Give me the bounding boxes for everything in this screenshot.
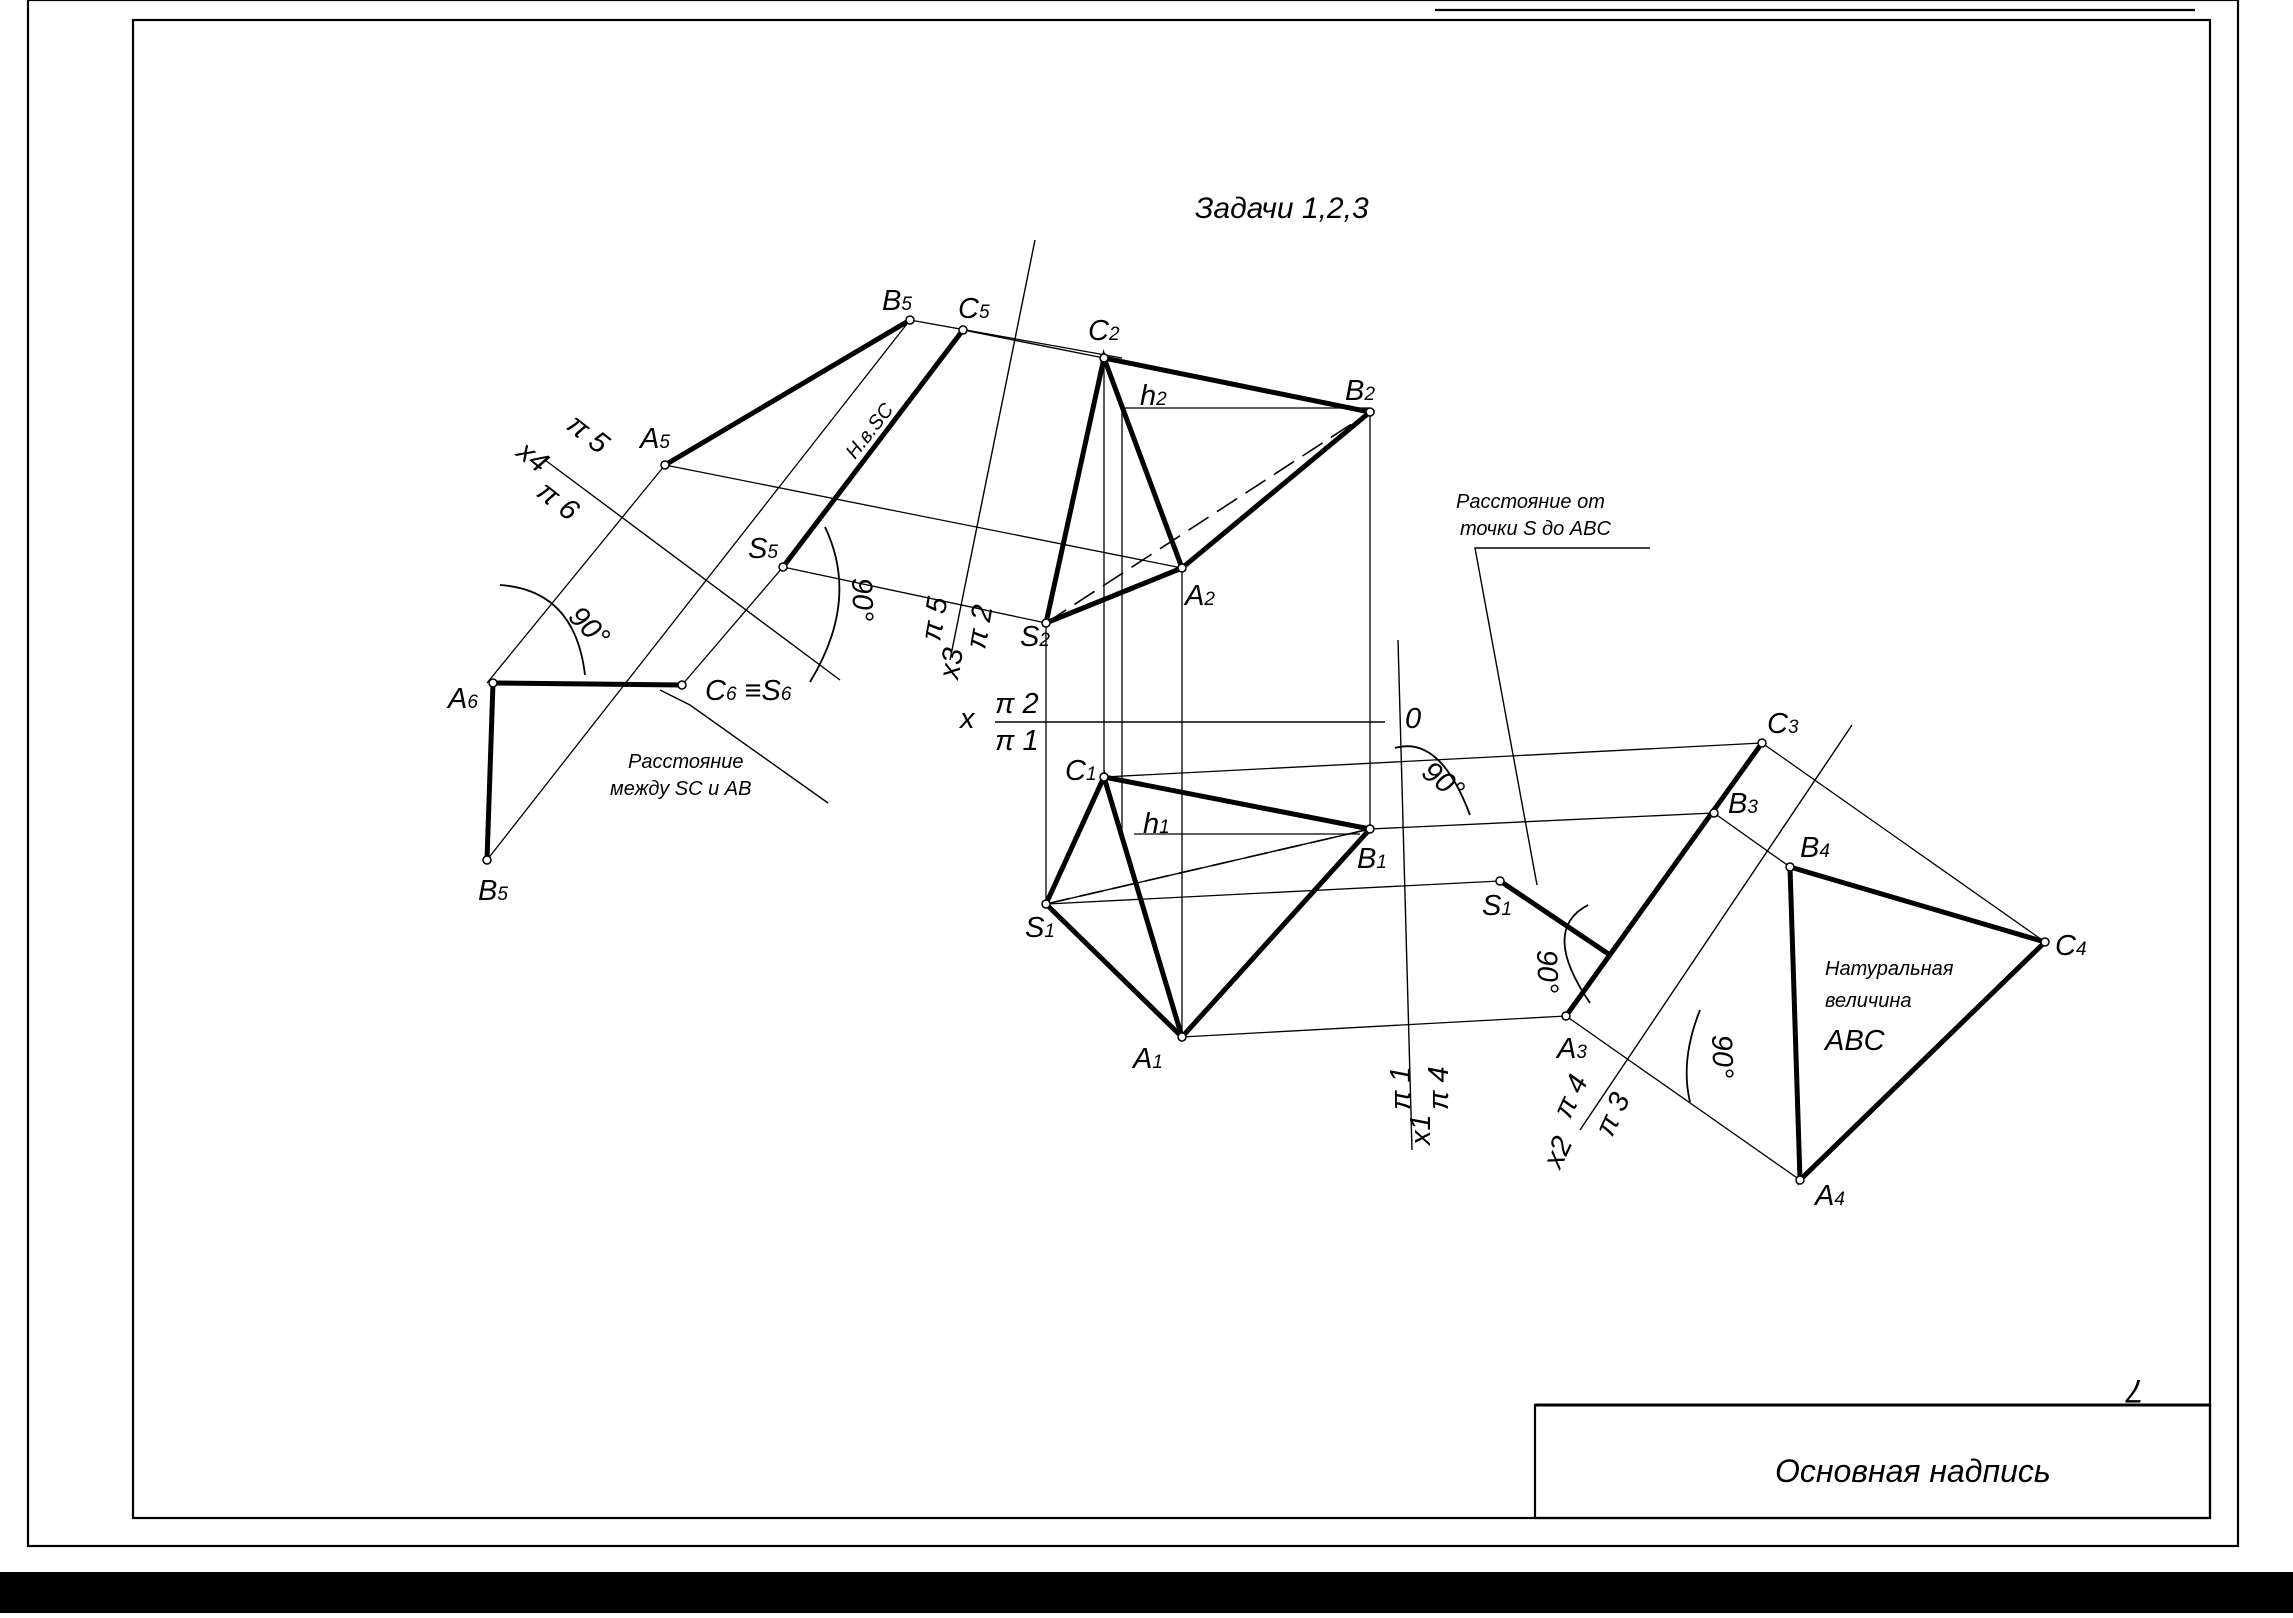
axis-x1-label: x1	[1405, 1114, 1437, 1147]
page-title: Задачи 1,2,3	[1195, 192, 1369, 225]
axis-pi5-x4-label: π 5	[561, 408, 616, 461]
axis-lines	[544, 239, 1853, 1151]
label-a5: A5	[638, 423, 670, 455]
axis-pi1-x1-label: π 1	[1385, 1066, 1417, 1110]
label-a1: A1	[1131, 1043, 1163, 1075]
axis-pi4-x2-label: π 4	[1547, 1070, 1594, 1123]
label-a2: A2	[1183, 580, 1215, 612]
angle-90-a6: 90°	[562, 600, 616, 654]
axis-x3-line	[949, 239, 1036, 661]
axis-x-label: x	[958, 703, 976, 735]
axis-pi5-x3-label: π 5	[915, 594, 954, 643]
axis-x4-line	[544, 459, 841, 681]
label-a6: A6	[446, 683, 478, 715]
note-true-size-line1: Натуральная	[1825, 958, 1954, 980]
sheet-number: 7	[2125, 1373, 2144, 1409]
note-true-size-line2: величина	[1825, 990, 1911, 1012]
axis-x3-label: x3	[933, 645, 970, 683]
angle-90-s5: 90°	[845, 577, 879, 622]
label-b4: B4	[1800, 832, 1830, 864]
label-a4: A4	[1813, 1180, 1845, 1212]
axis-pi2-x3-label: π 2	[960, 603, 999, 652]
note-distance-lines-line2: между SC и AB	[610, 778, 751, 800]
label-b2: B2	[1345, 375, 1375, 407]
label-b5-top: B5	[882, 285, 912, 317]
label-a3: A3	[1555, 1033, 1587, 1065]
label-s1-front: S1	[1025, 912, 1055, 944]
frontal-projection	[1042, 349, 1376, 628]
note-distance-point-line2: точки S до ABC	[1460, 518, 1611, 540]
label-s5: S5	[748, 533, 778, 565]
label-c2: C2	[1088, 315, 1120, 347]
annotations: Расстояние от точки S до ABC Расстояние …	[610, 399, 1954, 1057]
angle-90-a3: 90°	[1530, 949, 1564, 994]
title-block: Основная надпись 7	[1533, 1373, 2212, 1520]
true-size-triangle	[1787, 863, 2050, 1186]
note-distance-point-line1: Расстояние от	[1456, 491, 1605, 513]
label-h1: h1	[1143, 808, 1170, 840]
outer-frame	[26, 0, 2240, 1548]
connection-lines	[486, 319, 2046, 1181]
label-c4: C4	[2055, 930, 2087, 962]
label-b3: B3	[1728, 788, 1758, 820]
label-s2: S2	[1020, 621, 1050, 653]
angle-labels: 90° 90° 90° 90° 90°	[562, 577, 1738, 1079]
axis-x4-label: x4	[509, 434, 554, 479]
auxiliary-projection-6	[484, 680, 685, 863]
axis-pi3-x2-label: π 3	[1589, 1088, 1636, 1141]
horizontal-projection	[1042, 769, 1375, 1042]
note-true-size-line3: ABC	[1823, 1025, 1886, 1057]
edge-view-projection	[1497, 740, 1765, 1019]
label-h2: h2	[1140, 380, 1167, 412]
axis-pi2-label: π 2	[995, 688, 1039, 720]
angle-90-x2: 90°	[1705, 1034, 1739, 1079]
angle-arcs	[499, 526, 1701, 1103]
label-c1: C1	[1065, 755, 1097, 787]
angle-90-axis: 90°	[1416, 755, 1470, 807]
inner-frame	[131, 18, 2212, 1520]
note-distance-lines-line1: Расстояние	[628, 751, 744, 773]
axis-x2-label: x2	[1536, 1132, 1579, 1175]
label-c3: C3	[1767, 708, 1799, 740]
title-block-label: Основная надпись	[1775, 1453, 2051, 1489]
axis-pi4-x1-label: π 4	[1423, 1066, 1455, 1110]
leader-lines	[659, 547, 1650, 886]
axis-x2-line	[1579, 724, 1853, 1131]
label-s1-side: S1	[1482, 890, 1512, 922]
label-c6-s6: C6 ≡S6	[705, 675, 792, 707]
label-b5-bottom: B5	[478, 875, 508, 907]
axis-origin-label: 0	[1405, 703, 1421, 735]
auxiliary-projection-5	[662, 317, 1105, 570]
axis-x1-line	[1397, 639, 1413, 1151]
vertex-markers	[482, 315, 2050, 1185]
footer-band	[0, 1572, 2293, 1613]
label-b1: B1	[1357, 843, 1387, 875]
point-labels: C2 B2 A2 S2 h2 C1 B1 A1 S1 h1 C3 B3 A3 S…	[446, 285, 2087, 1212]
label-c5: C5	[958, 293, 990, 325]
axis-pi1-label: π 1	[995, 725, 1039, 757]
